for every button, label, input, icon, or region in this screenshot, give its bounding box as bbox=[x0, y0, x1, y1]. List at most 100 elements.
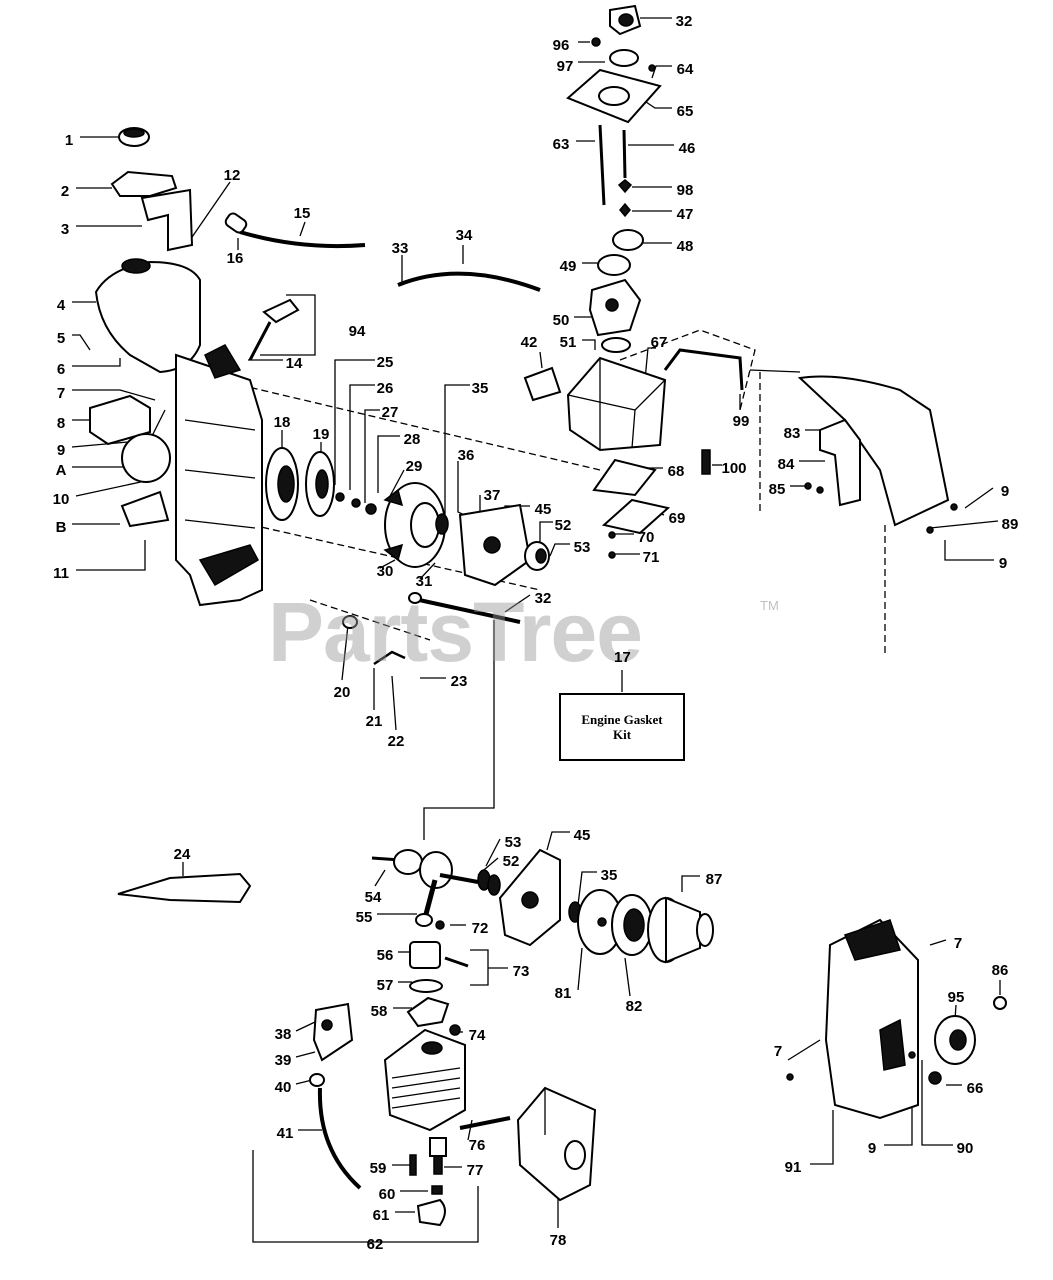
callout-c73[interactable]: 73 bbox=[513, 963, 530, 980]
callout-c52b[interactable]: 52 bbox=[503, 853, 520, 870]
callout-c47[interactable]: 47 bbox=[677, 206, 694, 223]
callout-c70[interactable]: 70 bbox=[638, 529, 655, 546]
callout-c9b[interactable]: 9 bbox=[1001, 483, 1009, 500]
callout-c30[interactable]: 30 bbox=[377, 563, 394, 580]
callout-c59[interactable]: 59 bbox=[370, 1160, 387, 1177]
callout-c94[interactable]: 94 bbox=[349, 323, 366, 340]
callout-c33[interactable]: 33 bbox=[392, 240, 409, 257]
callout-c86[interactable]: 86 bbox=[992, 962, 1009, 979]
callout-c14[interactable]: 14 bbox=[286, 355, 303, 372]
callout-c39[interactable]: 39 bbox=[275, 1052, 292, 1069]
callout-c6[interactable]: 6 bbox=[57, 361, 65, 378]
callout-c76[interactable]: 76 bbox=[469, 1137, 486, 1154]
callout-c34[interactable]: 34 bbox=[456, 227, 473, 244]
callout-c83[interactable]: 83 bbox=[784, 425, 801, 442]
callout-c22[interactable]: 22 bbox=[388, 733, 405, 750]
callout-c66[interactable]: 66 bbox=[967, 1080, 984, 1097]
callout-c7b[interactable]: 7 bbox=[954, 935, 962, 952]
callout-c71[interactable]: 71 bbox=[643, 549, 660, 566]
callout-c35a[interactable]: 35 bbox=[472, 380, 489, 397]
callout-c9c[interactable]: 9 bbox=[999, 555, 1007, 572]
callout-c96[interactable]: 96 bbox=[553, 37, 570, 54]
callout-c54[interactable]: 54 bbox=[365, 889, 382, 906]
callout-c42[interactable]: 42 bbox=[521, 334, 538, 351]
callout-c9[interactable]: 9 bbox=[57, 442, 65, 459]
callout-c52a[interactable]: 52 bbox=[555, 517, 572, 534]
callout-c15[interactable]: 15 bbox=[294, 205, 311, 222]
callout-c63[interactable]: 63 bbox=[553, 136, 570, 153]
callout-c8[interactable]: 8 bbox=[57, 415, 65, 432]
callout-c23[interactable]: 23 bbox=[451, 673, 468, 690]
callout-c2[interactable]: 2 bbox=[61, 183, 69, 200]
callout-c11[interactable]: 11 bbox=[53, 565, 69, 582]
callout-c36[interactable]: 36 bbox=[458, 447, 475, 464]
callout-c72[interactable]: 72 bbox=[472, 920, 489, 937]
callout-c77[interactable]: 77 bbox=[467, 1162, 484, 1179]
callout-c25[interactable]: 25 bbox=[377, 354, 394, 371]
callout-c5[interactable]: 5 bbox=[57, 330, 65, 347]
callout-c37[interactable]: 37 bbox=[484, 487, 501, 504]
callout-c100[interactable]: 100 bbox=[721, 460, 746, 477]
callout-c99[interactable]: 99 bbox=[733, 413, 750, 430]
callout-c35b[interactable]: 35 bbox=[601, 867, 618, 884]
callout-c81[interactable]: 81 bbox=[555, 985, 572, 1002]
callout-c64[interactable]: 64 bbox=[677, 61, 694, 78]
callout-c51[interactable]: 51 bbox=[560, 334, 577, 351]
callout-c24[interactable]: 24 bbox=[174, 846, 191, 863]
callout-c26[interactable]: 26 bbox=[377, 380, 394, 397]
callout-c49[interactable]: 49 bbox=[560, 258, 577, 275]
callout-c10[interactable]: 10 bbox=[53, 491, 70, 508]
callout-c28[interactable]: 28 bbox=[404, 431, 421, 448]
callout-c95[interactable]: 95 bbox=[948, 989, 965, 1006]
engine-gasket-kit-box[interactable]: Engine Gasket Kit bbox=[559, 693, 685, 761]
callout-c40[interactable]: 40 bbox=[275, 1079, 292, 1096]
callout-c45b[interactable]: 45 bbox=[574, 827, 591, 844]
callout-c38[interactable]: 38 bbox=[275, 1026, 292, 1043]
callout-cA[interactable]: A bbox=[56, 462, 67, 479]
callout-c3[interactable]: 3 bbox=[61, 221, 69, 238]
callout-c27[interactable]: 27 bbox=[382, 404, 399, 421]
callout-c32b[interactable]: 32 bbox=[535, 590, 552, 607]
callout-c53b[interactable]: 53 bbox=[505, 834, 522, 851]
callout-c55[interactable]: 55 bbox=[356, 909, 373, 926]
callout-c20[interactable]: 20 bbox=[334, 684, 351, 701]
callout-c91[interactable]: 91 bbox=[785, 1159, 802, 1176]
callout-c89[interactable]: 89 bbox=[1002, 516, 1019, 533]
callout-c31[interactable]: 31 bbox=[416, 573, 433, 590]
callout-c9d[interactable]: 9 bbox=[868, 1140, 876, 1157]
callout-c65[interactable]: 65 bbox=[677, 103, 694, 120]
callout-c84[interactable]: 84 bbox=[778, 456, 795, 473]
callout-c21[interactable]: 21 bbox=[366, 713, 383, 730]
callout-c57[interactable]: 57 bbox=[377, 977, 394, 994]
callout-c50[interactable]: 50 bbox=[553, 312, 570, 329]
callout-c7c[interactable]: 7 bbox=[774, 1043, 782, 1060]
callout-cB[interactable]: B bbox=[56, 519, 67, 536]
callout-c12[interactable]: 12 bbox=[224, 167, 241, 184]
callout-c58[interactable]: 58 bbox=[371, 1003, 388, 1020]
callout-c16[interactable]: 16 bbox=[227, 250, 244, 267]
callout-c4[interactable]: 4 bbox=[57, 297, 66, 314]
callout-c19[interactable]: 19 bbox=[313, 426, 330, 443]
callout-c48[interactable]: 48 bbox=[677, 238, 694, 255]
callout-c56[interactable]: 56 bbox=[377, 947, 394, 964]
callout-c98[interactable]: 98 bbox=[677, 182, 694, 199]
callout-c90[interactable]: 90 bbox=[957, 1140, 974, 1157]
callout-c78[interactable]: 78 bbox=[550, 1232, 567, 1249]
callout-c1[interactable]: 1 bbox=[65, 132, 73, 149]
callout-c41[interactable]: 41 bbox=[277, 1125, 294, 1142]
callout-c29[interactable]: 29 bbox=[406, 458, 423, 475]
callout-c32[interactable]: 32 bbox=[676, 13, 693, 30]
callout-c85[interactable]: 85 bbox=[769, 481, 786, 498]
callout-c61[interactable]: 61 bbox=[373, 1207, 390, 1224]
callout-c67[interactable]: 67 bbox=[651, 334, 668, 351]
callout-c45a[interactable]: 45 bbox=[535, 501, 552, 518]
callout-c18[interactable]: 18 bbox=[274, 414, 291, 431]
callout-c82[interactable]: 82 bbox=[626, 998, 643, 1015]
callout-c60[interactable]: 60 bbox=[379, 1186, 396, 1203]
callout-c69[interactable]: 69 bbox=[669, 510, 686, 527]
callout-c53a[interactable]: 53 bbox=[574, 539, 591, 556]
callout-c62[interactable]: 62 bbox=[367, 1236, 384, 1253]
callout-c74[interactable]: 74 bbox=[469, 1027, 486, 1044]
callout-c7[interactable]: 7 bbox=[57, 385, 65, 402]
callout-c46[interactable]: 46 bbox=[679, 140, 696, 157]
